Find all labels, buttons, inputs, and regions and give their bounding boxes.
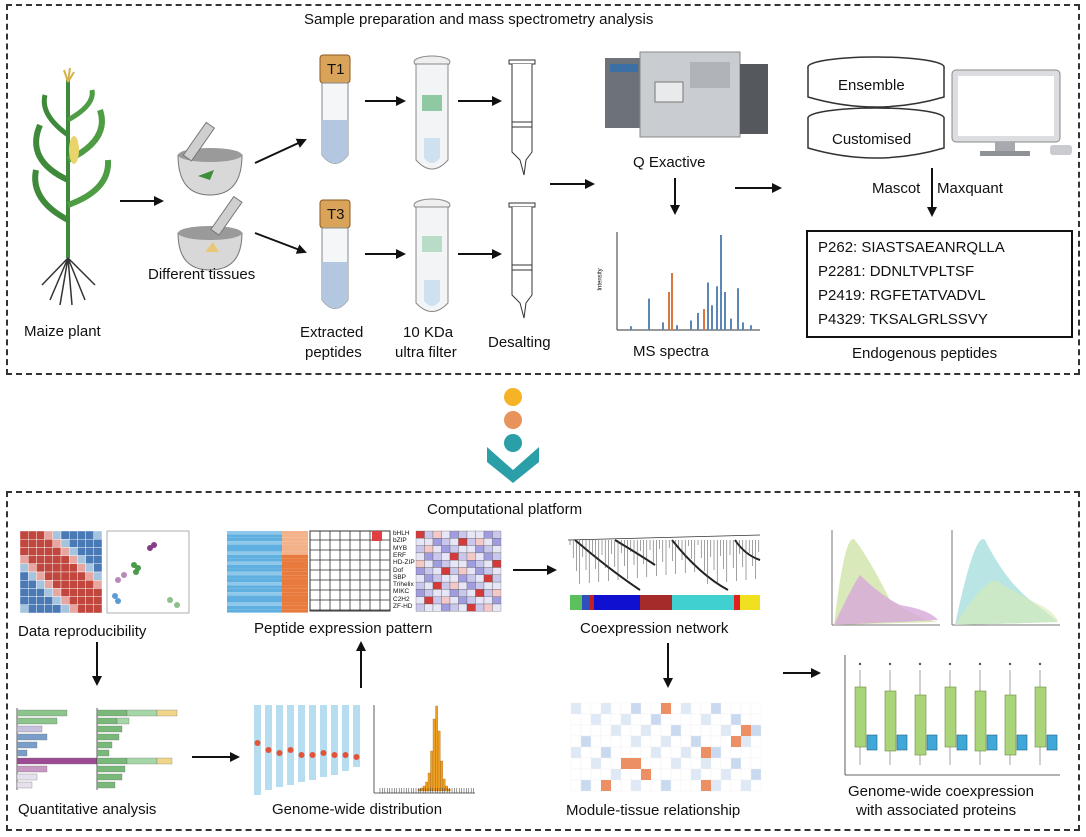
boxplots: [844, 655, 1060, 776]
tube-cap-t1: T1: [327, 61, 345, 78]
mass-spectrometer-icon: [605, 51, 768, 138]
computer-icon: [951, 69, 1072, 156]
peptide-item: P262: SIASTSAEANRQLLA: [818, 239, 1005, 256]
spectrum-peak: [690, 320, 692, 330]
expression-label: Peptide expression pattern: [254, 620, 433, 637]
tf-family-label: ZF-HD: [393, 603, 413, 610]
peptide-list: P262: SIASTSAEANRQLLA P2281: DDNLTVPLTSF…: [806, 230, 1073, 338]
expression-heatmap-purple: [415, 530, 502, 612]
connector-dot-orange: [504, 411, 522, 429]
desalting-column-bottom-icon: [508, 202, 536, 319]
spectrum-peak: [630, 326, 632, 330]
coexp-label-1: Genome-wide coexpression: [848, 783, 1034, 800]
tube-t1-icon: [319, 54, 351, 164]
module-tissue-heatmap: [570, 702, 762, 792]
dendrogram: [567, 534, 761, 591]
desalting-label: Desalting: [488, 334, 551, 351]
coexp-label-2: with associated proteins: [856, 802, 1017, 819]
genome-dist-label: Genome-wide distribution: [272, 801, 443, 818]
mortar-top-icon: [177, 121, 243, 196]
database-icon: [807, 56, 945, 159]
tf-family-label: bHLH: [393, 530, 410, 537]
maize-plant-label: Maize plant: [24, 323, 101, 340]
ms-spectra-label: MS spectra: [633, 343, 709, 360]
density-plot-right: [951, 530, 1060, 626]
correlation-heatmap: [19, 530, 103, 614]
spectrum-peak: [724, 292, 726, 330]
quantitative-label: Quantitative analysis: [18, 801, 157, 818]
reproducibility-label: Data reproducibility: [18, 623, 147, 640]
tube-t3-icon: [319, 199, 351, 309]
tf-family-label: MYB: [393, 544, 408, 552]
workflow-arrows-top: [120, 96, 937, 259]
peptide-item: P2419: RGFETATVADVL: [818, 287, 986, 304]
computational-panel: [6, 491, 1080, 831]
desalting-column-top-icon: [508, 59, 536, 176]
expression-heatmap-blue: [227, 531, 308, 613]
tf-family-label: ERF: [393, 551, 406, 559]
spectrum-peak: [737, 288, 739, 330]
spectrum-peak: [707, 282, 709, 330]
ultra-filter-top-icon: [413, 55, 451, 170]
extracted-label-1: Extracted: [300, 324, 364, 341]
spectrum-peak: [750, 325, 752, 330]
spectrum-peak: [697, 312, 699, 330]
ms-spectrum-plot: [616, 232, 760, 331]
maxquant-label: Maxquant: [937, 180, 1003, 197]
module-color-bar: [570, 595, 760, 610]
peptide-item: P2281: DDNLTVPLTSF: [818, 263, 975, 280]
intensity-axis-label: Intensity: [597, 268, 604, 291]
tf-family-label: Trihelix: [393, 581, 414, 589]
spectrum-peak: [671, 273, 673, 330]
spectrum-peak: [730, 318, 732, 330]
peptide-item: P4329: TKSALGRLSSVY: [818, 311, 988, 328]
connector-dot-teal: [504, 434, 522, 452]
ultra-filter-bottom-icon: [413, 198, 451, 312]
qexactive-label: Q Exactive: [633, 154, 706, 171]
pca-scatter: [106, 530, 190, 614]
extracted-label-2: peptides: [305, 344, 362, 361]
histogram: [373, 705, 475, 794]
sample-prep-panel: [6, 4, 1080, 375]
endogenous-label: Endogenous peptides: [852, 345, 998, 362]
spectrum-peak: [720, 235, 722, 330]
mortar-bottom-icon: [177, 195, 243, 271]
filter-label-1: 10 KDa: [403, 324, 454, 341]
tf-family-label: bZIP: [393, 537, 407, 545]
chevron-down-icon: [487, 447, 539, 483]
spectrum-peak: [648, 298, 650, 330]
module-tissue-label: Module-tissue relationship: [566, 802, 741, 819]
maize-plant-icon: [32, 67, 112, 306]
database-ensemble: Ensemble: [838, 77, 905, 94]
spectrum-peak: [703, 309, 705, 330]
quantitative-bar-charts: [16, 708, 178, 790]
computational-title: Computational platform: [427, 501, 583, 518]
connector-dot-yellow: [504, 388, 522, 406]
coexpression-label: Coexpression network: [580, 620, 729, 637]
filter-label-2: ultra filter: [395, 344, 457, 361]
chromosome-distribution: [254, 705, 360, 795]
tf-family-label: SBP: [393, 573, 407, 581]
spectrum-peak: [662, 322, 664, 330]
tf-family-label: MIKC: [393, 588, 410, 596]
tube-cap-t3: T3: [327, 206, 345, 223]
density-plot-left: [831, 530, 940, 626]
spectrum-peak: [676, 325, 678, 330]
mascot-label: Mascot: [872, 180, 921, 197]
spectrum-peak: [711, 305, 713, 330]
tissues-label: Different tissues: [148, 266, 256, 283]
spectrum-peak: [668, 292, 670, 330]
workflow-arrows-bottom: [92, 565, 821, 762]
spectrum-peak: [716, 286, 718, 330]
sample-prep-title: Sample preparation and mass spectrometry…: [304, 11, 654, 28]
tf-family-label: Dof: [393, 566, 404, 574]
tf-grid: [309, 530, 391, 612]
tf-family-label: HD-ZIP: [393, 559, 415, 567]
tf-family-label: C2H2: [393, 595, 410, 603]
database-customised: Customised: [832, 131, 912, 148]
spectrum-peak: [742, 322, 744, 330]
